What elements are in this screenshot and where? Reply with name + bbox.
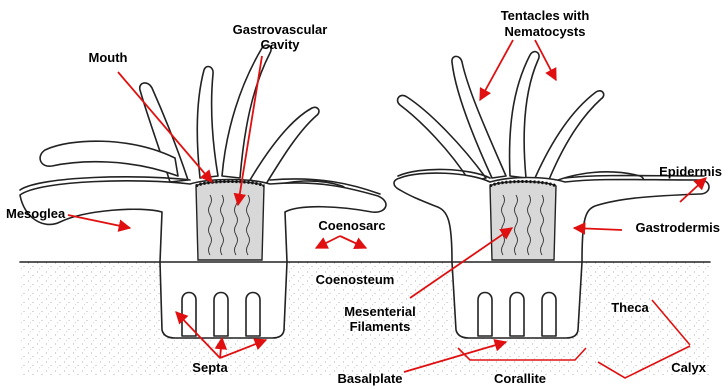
right-pharynx — [490, 182, 556, 261]
label-mesenterial-line2: Filaments — [350, 319, 411, 334]
label-tentacles-line2: Nematocysts — [505, 24, 586, 39]
label-gastrovascular-line1: Gastrovascular — [233, 22, 328, 37]
label-calyx: Calyx — [671, 360, 706, 375]
label-gastrovascular-line2: Cavity — [260, 37, 300, 52]
label-corallite: Corallite — [494, 371, 546, 386]
label-septa: Septa — [192, 360, 228, 375]
label-mesenterial-line1: Mesenterial — [344, 304, 416, 319]
label-coenosteum: Coenosteum — [316, 272, 395, 287]
label-coenosarc: Coenosarc — [318, 218, 385, 233]
right-septa — [478, 293, 556, 337]
label-mesoglea: Mesoglea — [6, 206, 66, 221]
left-polyp-tentacles — [40, 45, 346, 198]
label-mouth: Mouth — [89, 50, 128, 65]
label-basalplate: Basalplate — [337, 371, 402, 386]
label-theca: Theca — [611, 300, 649, 315]
label-gastrodermis: Gastrodermis — [635, 220, 720, 235]
label-epidermis: Epidermis — [659, 164, 722, 179]
left-pharynx — [196, 182, 264, 261]
label-tentacles-line1: Tentacles with — [501, 8, 590, 23]
